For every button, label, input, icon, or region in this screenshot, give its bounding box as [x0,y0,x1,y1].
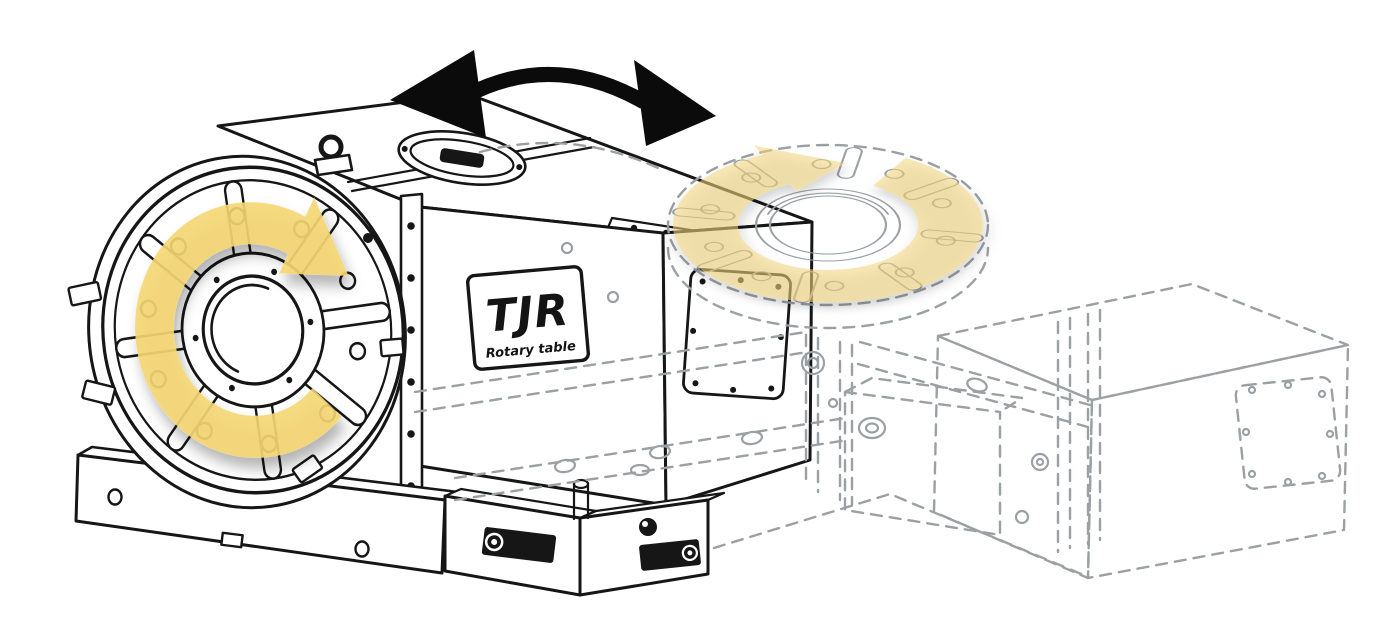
rim-tab [81,379,117,406]
ghost-body-top-face [936,282,1350,402]
ghost-block-hole [864,422,880,434]
top-plate-mark [439,148,485,168]
ghost-panel-screw [1317,471,1327,481]
ghost-dot [827,397,839,409]
swivel-arrow-left-head [390,50,486,138]
nameplate-right [639,539,701,571]
cabinet-bolt [639,518,657,536]
rim-bolt [363,233,373,243]
ghost-bolt-ring [800,350,826,376]
ghost-access-panel [1234,376,1342,490]
swivel-arrow-right-head [634,60,716,146]
ghost-top-arc [478,141,660,170]
nameplate-left [481,527,557,563]
ghost-bolt-ring [1014,509,1030,525]
ghost-body-left-face [932,334,1094,580]
ghost-panel-screw [1317,389,1327,399]
ghost-solid-details [553,145,1335,525]
rotation-arrow-icon [135,197,349,458]
tjr-logo-plate: TJR Rotary table [466,265,590,371]
ghost-bore-outer [754,188,902,262]
ghost-machine [413,141,1350,580]
ghost-panel-screw [1247,469,1257,479]
ghost-block-hole [857,416,887,440]
ghost-faceplate-thickness [666,246,990,330]
ghost-oval-hole [648,444,672,460]
base-key-tab [220,531,244,549]
ghost-panel-screw [1247,385,1257,395]
ghost-panel-screw [1283,477,1293,487]
base-hole [107,488,123,506]
solid-machine: TJR Rotary table [67,92,814,597]
rim-tab [379,337,405,358]
ghost-base-edge [712,492,1088,578]
ghost-bore-chamfer [766,192,890,215]
rim-tab [67,280,103,307]
ghost-oval-hole [553,458,577,474]
swivel-arrow-icon [390,50,716,146]
ghost-faceplate-rim [668,145,988,305]
ghost-plate-column [804,333,854,507]
ghost-dashed-lines [413,141,1350,580]
ghost-rotation-arrow-icon [672,145,983,303]
ghost-oval-hole [966,377,988,393]
ghost-arm-rails [413,330,850,502]
ghost-bracket-rails [1056,308,1102,554]
ghost-bolt-ring [806,356,820,370]
ghost-body-front-face [1086,343,1350,580]
eyebolt [313,134,354,177]
ghost-bore-inner [768,195,888,255]
swivel-arrow-arc [462,67,648,109]
corner-pipe [572,481,590,521]
ghost-panel-screw [1241,427,1251,437]
top-oval-plate [397,130,527,186]
bore-chamfer [210,283,270,373]
base-hole [354,540,370,558]
bolt-hole [347,340,368,362]
logo-text: TJR [484,284,571,342]
top-plate-screw [401,145,408,152]
rim-tab [291,454,324,484]
ghost-upper-rails [856,340,1092,429]
center-bore [201,274,305,386]
ghost-oval-hole [629,463,651,477]
lower-cabinet [443,478,726,597]
ghost-bolt-ring [1035,457,1045,467]
cabinet-bolt-hole [642,521,648,527]
top-plate-screw [516,164,523,171]
ghost-hole [560,241,574,255]
ghost-panel-screw [1283,380,1293,390]
ghost-panel-screw [1325,429,1335,439]
ghost-bolt-ring [1030,452,1050,472]
ghost-hole [606,290,620,304]
ghost-oval-hole [740,430,764,446]
